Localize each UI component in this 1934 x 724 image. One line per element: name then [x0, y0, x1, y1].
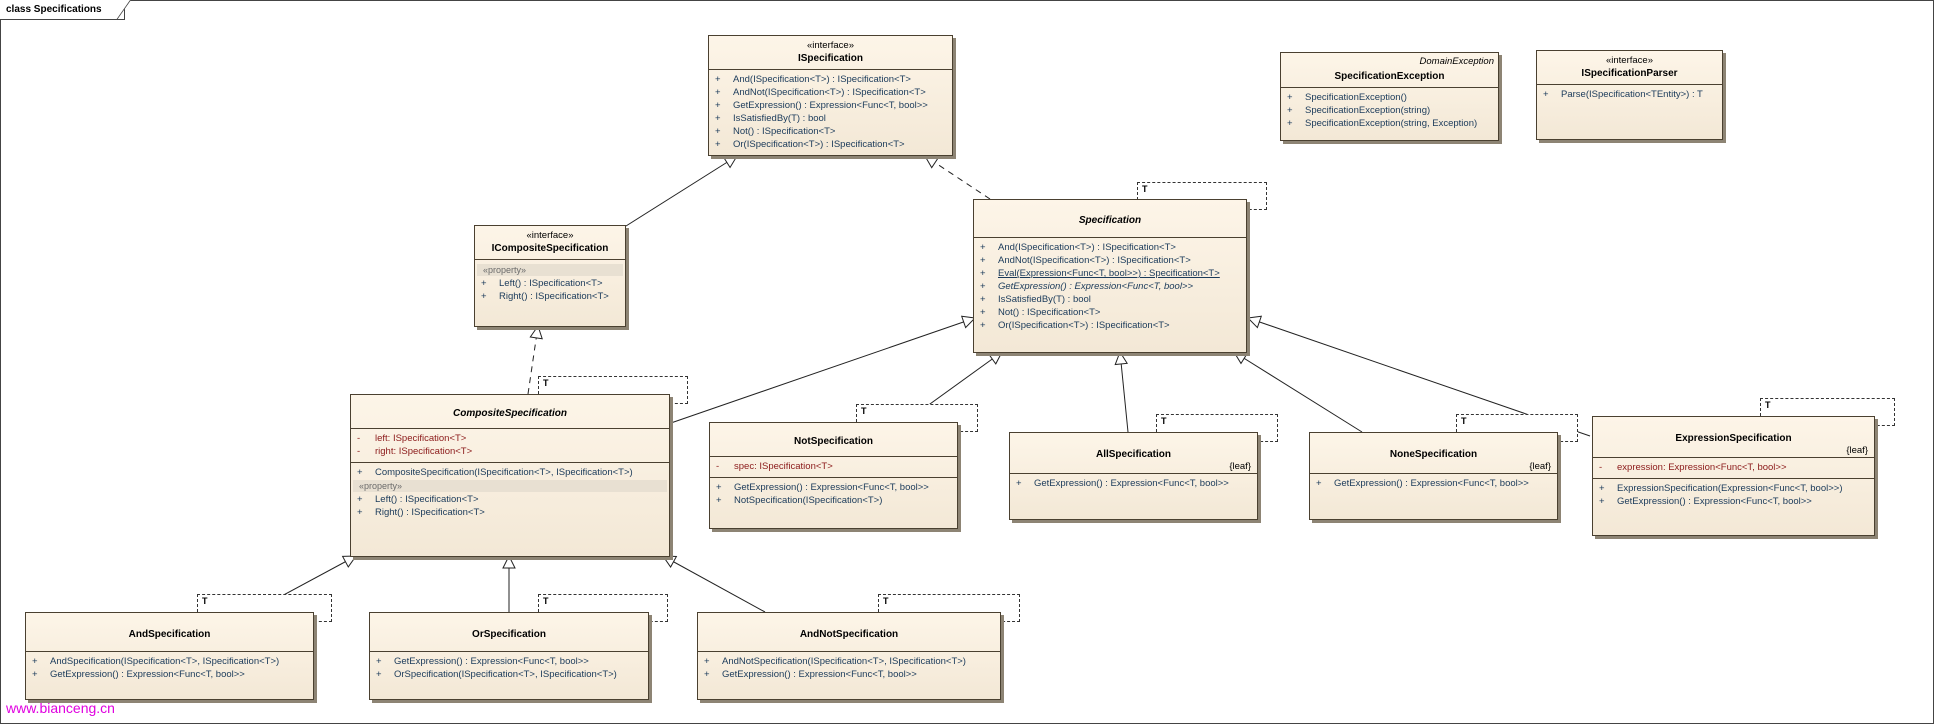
- operation-row: +GetExpression() : Expression<Func<T, bo…: [1016, 478, 1229, 489]
- class-name: ISpecificationParser: [1581, 68, 1678, 79]
- operation-row: +IsSatisfiedBy(T) : bool: [715, 113, 826, 124]
- operation-row: +Right() : ISpecification<T>: [357, 507, 485, 518]
- operation-row: +AndNot(ISpecification<T>) : ISpecificat…: [980, 255, 1191, 266]
- diagram-frame-label: class Specifications: [0, 0, 125, 20]
- class-name: NotSpecification: [794, 436, 873, 447]
- operations-section: +ExpressionSpecification(Expression<Func…: [1593, 479, 1874, 512]
- operation-row: +SpecificationException(string): [1287, 105, 1431, 116]
- operation-row: +AndNot(ISpecification<T>) : ISpecificat…: [715, 87, 926, 98]
- edge-allspec-to-specification: [1120, 352, 1129, 433]
- class-composite-specification[interactable]: CompositeSpecification -left: ISpecifica…: [350, 394, 670, 557]
- leaf-tag: {leaf}: [1529, 461, 1551, 472]
- class-expression-specification[interactable]: ExpressionSpecification {leaf} -expressi…: [1592, 416, 1875, 536]
- operation-row: +ExpressionSpecification(Expression<Func…: [1599, 483, 1843, 494]
- edge-andnotspec-to-composite: [663, 556, 766, 613]
- edge-icomposite-to-ispecification: [625, 156, 737, 227]
- class-ispecification-parser[interactable]: «interface» ISpecificationParser +Parse(…: [1536, 50, 1723, 140]
- stereotype-label: «interface»: [806, 40, 854, 51]
- leaf-tag: {leaf}: [1846, 445, 1868, 456]
- operation-row: +IsSatisfiedBy(T) : bool: [980, 294, 1091, 305]
- attribute-row: -spec: ISpecification<T>: [716, 461, 833, 472]
- operations-section: +GetExpression() : Expression<Func<T, bo…: [710, 478, 957, 511]
- operation-row: +GetExpression() : Expression<Func<T, bo…: [704, 669, 917, 680]
- class-name: AndNotSpecification: [799, 629, 899, 640]
- operations-section: +And(ISpecification<T>) : ISpecification…: [974, 238, 1246, 336]
- operations-section: +GetExpression() : Expression<Func<T, bo…: [1310, 474, 1557, 494]
- operation-row: +Parse(ISpecification<TEntity>) : T: [1543, 89, 1703, 100]
- attribute-row: -left: ISpecification<T>: [357, 433, 467, 444]
- operation-row: +Or(ISpecification<T>) : ISpecification<…: [980, 320, 1170, 331]
- operation-row-static: +Eval(Expression<Func<T, bool>>) : Speci…: [980, 268, 1220, 279]
- operation-row: +OrSpecification(ISpecification<T>, ISpe…: [376, 669, 617, 680]
- parent-class-label: DomainException: [1419, 56, 1494, 67]
- class-name: ICompositeSpecification: [491, 243, 609, 254]
- class-all-specification[interactable]: AllSpecification {leaf} +GetExpression()…: [1009, 432, 1258, 520]
- class-specification[interactable]: Specification +And(ISpecification<T>) : …: [973, 199, 1247, 353]
- operations-section: +AndNotSpecification(ISpecification<T>, …: [698, 652, 1000, 685]
- class-name: SpecificationException: [1334, 71, 1445, 82]
- operation-row: +CompositeSpecification(ISpecification<T…: [357, 467, 633, 478]
- class-name: AndSpecification: [128, 629, 211, 640]
- leaf-tag: {leaf}: [1229, 461, 1251, 472]
- operations-section: +And(ISpecification<T>) : ISpecification…: [709, 70, 952, 155]
- class-name: Specification: [1078, 215, 1142, 226]
- operations-section: +CompositeSpecification(ISpecification<T…: [351, 463, 669, 523]
- watermark-text: www.bianceng.cn: [6, 700, 115, 716]
- stereotype-label: «interface»: [526, 230, 574, 241]
- edge-specification-realizes-ispecification: [925, 156, 991, 200]
- class-andnot-specification[interactable]: AndNotSpecification +AndNotSpecification…: [697, 612, 1001, 700]
- class-icomposite-specification[interactable]: «interface» ICompositeSpecification «pro…: [474, 225, 626, 327]
- class-name: OrSpecification: [472, 629, 546, 640]
- operation-row: +AndSpecification(ISpecification<T>, ISp…: [32, 656, 280, 667]
- property-stereotype: «property»: [477, 264, 623, 276]
- operation-row: +GetExpression() : Expression<Func<T, bo…: [1599, 496, 1812, 507]
- operation-row: +Left() : ISpecification<T>: [481, 278, 603, 289]
- class-name: AllSpecification: [1095, 449, 1171, 460]
- attribute-row: -expression: Expression<Func<T, bool>>: [1599, 462, 1787, 473]
- operation-row: +NotSpecification(ISpecification<T>): [716, 495, 883, 506]
- operation-row: +GetExpression() : Expression<Func<T, bo…: [376, 656, 589, 667]
- operation-row: +Left() : ISpecification<T>: [357, 494, 479, 505]
- operation-row: +GetExpression() : Expression<Func<T, bo…: [715, 100, 928, 111]
- operation-row: +And(ISpecification<T>) : ISpecification…: [715, 74, 911, 85]
- operation-row: +GetExpression() : Expression<Func<T, bo…: [1316, 478, 1529, 489]
- operations-section: +SpecificationException() +Specification…: [1281, 88, 1498, 134]
- attribute-row: -right: ISpecification<T>: [357, 446, 473, 457]
- attributes-section: -left: ISpecification<T> -right: ISpecif…: [351, 429, 669, 463]
- operation-row: +Not() : ISpecification<T>: [980, 307, 1101, 318]
- edge-composite-realizes-icomposite: [527, 326, 538, 395]
- property-stereotype: «property»: [353, 480, 667, 492]
- class-ispecification[interactable]: «interface» ISpecification +And(ISpecifi…: [708, 35, 953, 156]
- class-none-specification[interactable]: NoneSpecification {leaf} +GetExpression(…: [1309, 432, 1558, 520]
- class-name: ExpressionSpecification: [1675, 433, 1792, 444]
- operation-row: +GetExpression() : Expression<Func<T, bo…: [716, 482, 929, 493]
- operation-row: +SpecificationException(): [1287, 92, 1407, 103]
- operations-section: +GetExpression() : Expression<Func<T, bo…: [1010, 474, 1257, 494]
- class-not-specification[interactable]: NotSpecification -spec: ISpecification<T…: [709, 422, 958, 529]
- attributes-section: -expression: Expression<Func<T, bool>>: [1593, 458, 1874, 479]
- stereotype-label: «interface»: [1605, 55, 1653, 66]
- operation-row: +AndNotSpecification(ISpecification<T>, …: [704, 656, 966, 667]
- operations-section: «property» +Left() : ISpecification<T> +…: [475, 260, 625, 307]
- operations-section: +GetExpression() : Expression<Func<T, bo…: [370, 652, 648, 685]
- class-name: NoneSpecification: [1389, 449, 1478, 460]
- operation-row-abstract: +GetExpression() : Expression<Func<T, bo…: [980, 281, 1194, 292]
- operation-row: +SpecificationException(string, Exceptio…: [1287, 118, 1478, 129]
- class-or-specification[interactable]: OrSpecification +GetExpression() : Expre…: [369, 612, 649, 700]
- attributes-section: -spec: ISpecification<T>: [710, 457, 957, 478]
- operation-row: +And(ISpecification<T>) : ISpecification…: [980, 242, 1176, 253]
- operation-row: +Not() : ISpecification<T>: [715, 126, 836, 137]
- class-specification-exception[interactable]: DomainException SpecificationException +…: [1280, 52, 1499, 141]
- operations-section: +Parse(ISpecification<TEntity>) : T: [1537, 85, 1722, 105]
- edge-composite-to-specification: [667, 318, 975, 425]
- operations-section: +AndSpecification(ISpecification<T>, ISp…: [26, 652, 313, 685]
- operation-row: +Right() : ISpecification<T>: [481, 291, 609, 302]
- edge-nonespec-to-specification: [1234, 352, 1363, 433]
- class-name: ISpecification: [797, 53, 863, 64]
- operation-row: +Or(ISpecification<T>) : ISpecification<…: [715, 139, 905, 150]
- operation-row: +GetExpression() : Expression<Func<T, bo…: [32, 669, 245, 680]
- class-and-specification[interactable]: AndSpecification +AndSpecification(ISpec…: [25, 612, 314, 700]
- class-name: CompositeSpecification: [453, 408, 567, 419]
